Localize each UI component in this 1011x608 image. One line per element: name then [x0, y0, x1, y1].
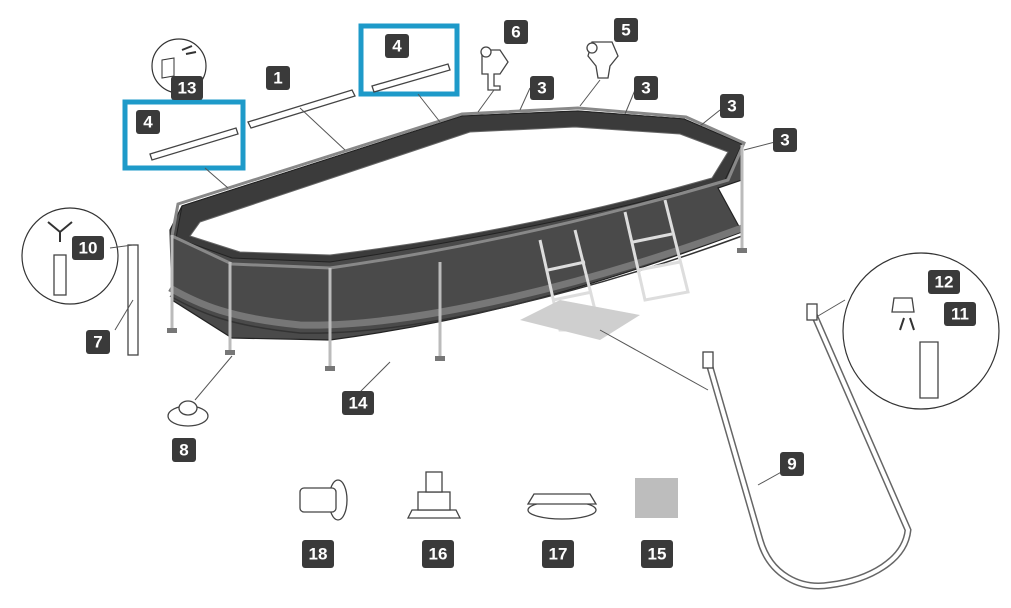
callout-14: 14: [342, 391, 374, 415]
callout-7: 7: [86, 330, 110, 354]
callout-17: 17: [542, 540, 574, 568]
callout-6: 6: [504, 20, 528, 44]
callout-4-left: 4: [136, 110, 160, 134]
svg-text:5: 5: [621, 21, 630, 40]
pool-legs: [170, 145, 744, 368]
svg-text:13: 13: [178, 79, 197, 98]
highlight-box-4-left: [122, 99, 246, 171]
part-8-foot: [167, 355, 233, 427]
svg-text:10: 10: [79, 239, 98, 258]
part-5-connector: [579, 41, 619, 107]
callout-18: 18: [302, 540, 334, 568]
part-4-beam-left: [122, 99, 246, 189]
part-11-12-detail: [817, 252, 1000, 410]
callout-1: 1: [266, 66, 290, 90]
svg-text:6: 6: [511, 23, 520, 42]
callout-10: 10: [72, 236, 104, 260]
callout-3-a: 3: [530, 76, 554, 100]
callout-badges: 1 4 4 13 6 5 3 3 3 3 10 7 8 14 9 12 11 1…: [72, 18, 976, 568]
svg-text:9: 9: [787, 455, 796, 474]
svg-text:16: 16: [429, 545, 448, 564]
callout-3-b: 3: [634, 76, 658, 100]
svg-text:8: 8: [179, 441, 188, 460]
callout-3-d: 3: [773, 128, 797, 152]
part-17-cap: [526, 493, 598, 520]
highlight-box-4-right: [358, 23, 460, 97]
svg-text:3: 3: [537, 79, 546, 98]
svg-text:3: 3: [727, 97, 736, 116]
callout-3-c: 3: [720, 94, 744, 118]
part-15-patch-swatch: [635, 478, 678, 518]
callout-11: 11: [944, 302, 976, 326]
top-rail: [170, 106, 746, 270]
callout-15: 15: [641, 540, 673, 568]
svg-text:12: 12: [935, 273, 954, 292]
callout-5: 5: [614, 18, 638, 42]
svg-text:7: 7: [93, 333, 102, 352]
part-6-connector: [477, 46, 509, 113]
part-4-beam-right: [358, 23, 460, 123]
svg-text:4: 4: [143, 113, 153, 132]
part-10-detail: [21, 207, 134, 305]
belt-strap: [168, 224, 744, 329]
svg-text:17: 17: [549, 545, 568, 564]
callout-16: 16: [422, 540, 454, 568]
callout-9: 9: [780, 452, 804, 476]
callout-13: 13: [171, 76, 203, 100]
svg-text:1: 1: [273, 69, 282, 88]
pool-interior: [189, 126, 729, 256]
part-7-leg: [114, 244, 139, 356]
svg-text:18: 18: [309, 545, 328, 564]
callout-8: 8: [172, 438, 196, 462]
svg-text:3: 3: [641, 79, 650, 98]
svg-text:11: 11: [951, 305, 969, 324]
svg-text:4: 4: [392, 37, 402, 56]
callout-4-right: 4: [385, 34, 409, 58]
svg-text:3: 3: [780, 131, 789, 150]
part-1-beam: [247, 89, 356, 151]
callout-12: 12: [928, 270, 960, 294]
part-16-valve: [406, 471, 462, 519]
part-18-plug: [299, 479, 348, 521]
part-9-u-leg: [599, 303, 912, 590]
svg-text:15: 15: [648, 545, 667, 564]
pool-body: [167, 106, 747, 371]
svg-text:14: 14: [349, 394, 368, 413]
